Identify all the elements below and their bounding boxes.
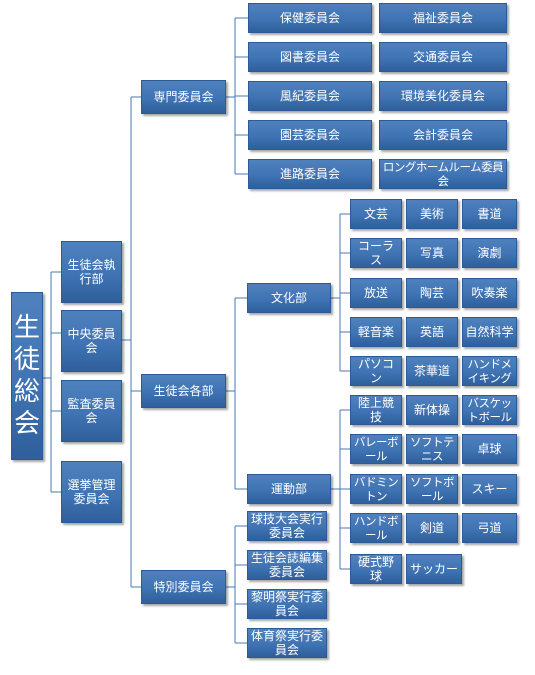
node-club: スキー: [462, 474, 517, 504]
node-club: 陸上競技: [350, 395, 402, 425]
node-committee: 進路委員会: [248, 159, 372, 189]
node-club: ソフトボール: [406, 474, 458, 504]
node-audit-committee: 監査委員会: [61, 380, 122, 442]
node-club: 軽音楽: [350, 317, 402, 347]
node-club: 陶芸: [406, 278, 458, 308]
node-club: コーラス: [350, 238, 402, 268]
node-election-committee: 選挙管理委員会: [61, 461, 122, 523]
node-committee: 福祉委員会: [379, 3, 507, 33]
root-node: 生徒総会: [11, 292, 43, 460]
node-senmon-committee: 専門委員会: [141, 80, 226, 114]
node-committee: 図書委員会: [248, 42, 372, 72]
node-club: バレーボール: [350, 434, 402, 464]
node-committee: 交通委員会: [379, 42, 507, 72]
node-club: 写真: [406, 238, 458, 268]
node-special-sub: 黎明祭実行委員会: [247, 589, 327, 619]
node-student-clubs: 生徒会各部: [141, 374, 226, 408]
node-club: 書道: [462, 199, 517, 229]
node-club: 新体操: [406, 395, 458, 425]
node-special-sub: 体育祭実行委員会: [247, 628, 327, 658]
node-club: パソコン: [350, 356, 402, 386]
node-special-sub: 球技大会実行委員会: [247, 511, 327, 541]
node-special-committee: 特別委員会: [141, 570, 226, 604]
node-executive: 生徒会執行部: [61, 241, 122, 303]
node-club: 美術: [406, 199, 458, 229]
node-committee: ロングホームルーム委員会: [379, 159, 507, 189]
node-club: ソフトテニス: [406, 434, 458, 464]
node-committee: 風紀委員会: [248, 81, 372, 111]
node-committee: 園芸委員会: [248, 120, 372, 150]
node-club: 茶華道: [406, 356, 458, 386]
node-club: 硬式野球: [350, 554, 402, 584]
node-sports-clubs: 運動部: [247, 474, 331, 504]
node-club: サッカー: [406, 554, 462, 584]
node-club: 弓道: [462, 513, 517, 543]
node-club: 放送: [350, 278, 402, 308]
node-central-committee: 中央委員会: [61, 310, 122, 372]
node-club: バドミントン: [350, 474, 402, 504]
node-club: バスケットボール: [462, 395, 517, 425]
node-club: 演劇: [462, 238, 517, 268]
node-club: ハンドメイキング: [462, 356, 517, 386]
node-committee: 環境美化委員会: [379, 81, 507, 111]
node-club: 剣道: [406, 513, 458, 543]
node-club: 英語: [406, 317, 458, 347]
node-club: 自然科学: [462, 317, 517, 347]
node-committee: 保健委員会: [248, 3, 372, 33]
node-culture-clubs: 文化部: [247, 283, 331, 313]
node-club: ハンドボール: [350, 513, 402, 543]
node-committee: 会計委員会: [379, 120, 507, 150]
node-club: 卓球: [462, 434, 517, 464]
node-club: 吹奏楽: [462, 278, 517, 308]
node-special-sub: 生徒会誌編集委員会: [247, 550, 327, 580]
node-club: 文芸: [350, 199, 402, 229]
